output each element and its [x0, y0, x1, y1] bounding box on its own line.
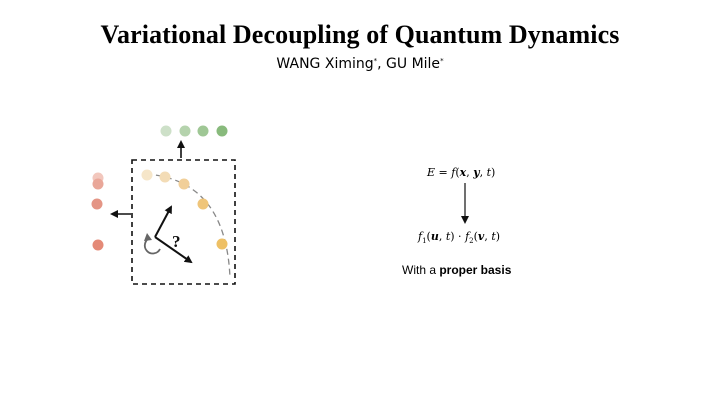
green-dot	[197, 125, 209, 137]
equation-full: E = f(x, y, t)	[427, 166, 495, 179]
basis-axis-2	[154, 236, 193, 264]
eq-y: y	[473, 166, 480, 179]
eq-comma: ,	[438, 230, 446, 243]
eq-u: u	[430, 230, 439, 243]
eq-f: f	[451, 166, 456, 179]
red-dot	[91, 198, 103, 210]
orange-dot	[197, 198, 209, 210]
eq-t1: t	[445, 230, 451, 243]
eq-equals: =	[435, 166, 452, 179]
eq-v: v	[477, 230, 485, 243]
eq-dot: ·	[454, 230, 466, 243]
green-dot	[160, 125, 172, 137]
eq-close-paren: )	[491, 166, 496, 179]
eq-comma: ,	[484, 230, 492, 243]
eq-f1: f	[418, 230, 423, 243]
red-dot	[92, 239, 104, 251]
slide-title: Variational Decoupling of Quantum Dynami…	[100, 20, 620, 49]
orange-dot	[141, 169, 153, 181]
eq-sub-1: 1	[422, 237, 427, 246]
orange-dot	[216, 238, 228, 250]
author-mark: *	[373, 57, 378, 65]
eq-f2: f	[465, 230, 470, 243]
author-line: WANG Ximing*, GU Mile*	[0, 56, 720, 72]
dashed-frame	[131, 159, 236, 285]
caption-bold: proper basis	[439, 263, 512, 277]
eq-energy: E	[427, 166, 436, 179]
red-dot	[92, 178, 104, 190]
eq-x: x	[459, 166, 467, 179]
question-mark: ?	[172, 232, 181, 251]
author-gu: GU Mile	[386, 56, 441, 72]
basis-caption: With a proper basis	[402, 263, 511, 277]
eq-comma: ,	[466, 166, 474, 179]
eq-comma: ,	[479, 166, 487, 179]
green-dot	[216, 125, 228, 137]
eq-close-paren: )	[450, 230, 455, 243]
author-separator: ,	[377, 56, 387, 72]
rotation-arrowhead-icon	[144, 233, 152, 241]
orange-dot	[159, 171, 171, 183]
equation-decoupled: f1(u, t) · f2(v, t)	[418, 230, 500, 245]
green-dot	[179, 125, 191, 137]
eq-open-paren: (	[473, 230, 478, 243]
basis-axis-1	[154, 205, 172, 238]
eq-sub-2: 2	[469, 237, 474, 246]
eq-open-paren: (	[426, 230, 431, 243]
eq-t2: t	[491, 230, 496, 243]
orange-dot	[178, 178, 190, 190]
trajectory-arc	[145, 173, 231, 279]
eq-open-paren: (	[455, 166, 460, 179]
author-wang: WANG Ximing	[276, 56, 374, 72]
eq-close-paren: )	[495, 230, 501, 243]
eq-t: t	[486, 166, 492, 179]
caption-prefix: With a	[402, 263, 440, 277]
author-mark: *	[440, 57, 444, 65]
